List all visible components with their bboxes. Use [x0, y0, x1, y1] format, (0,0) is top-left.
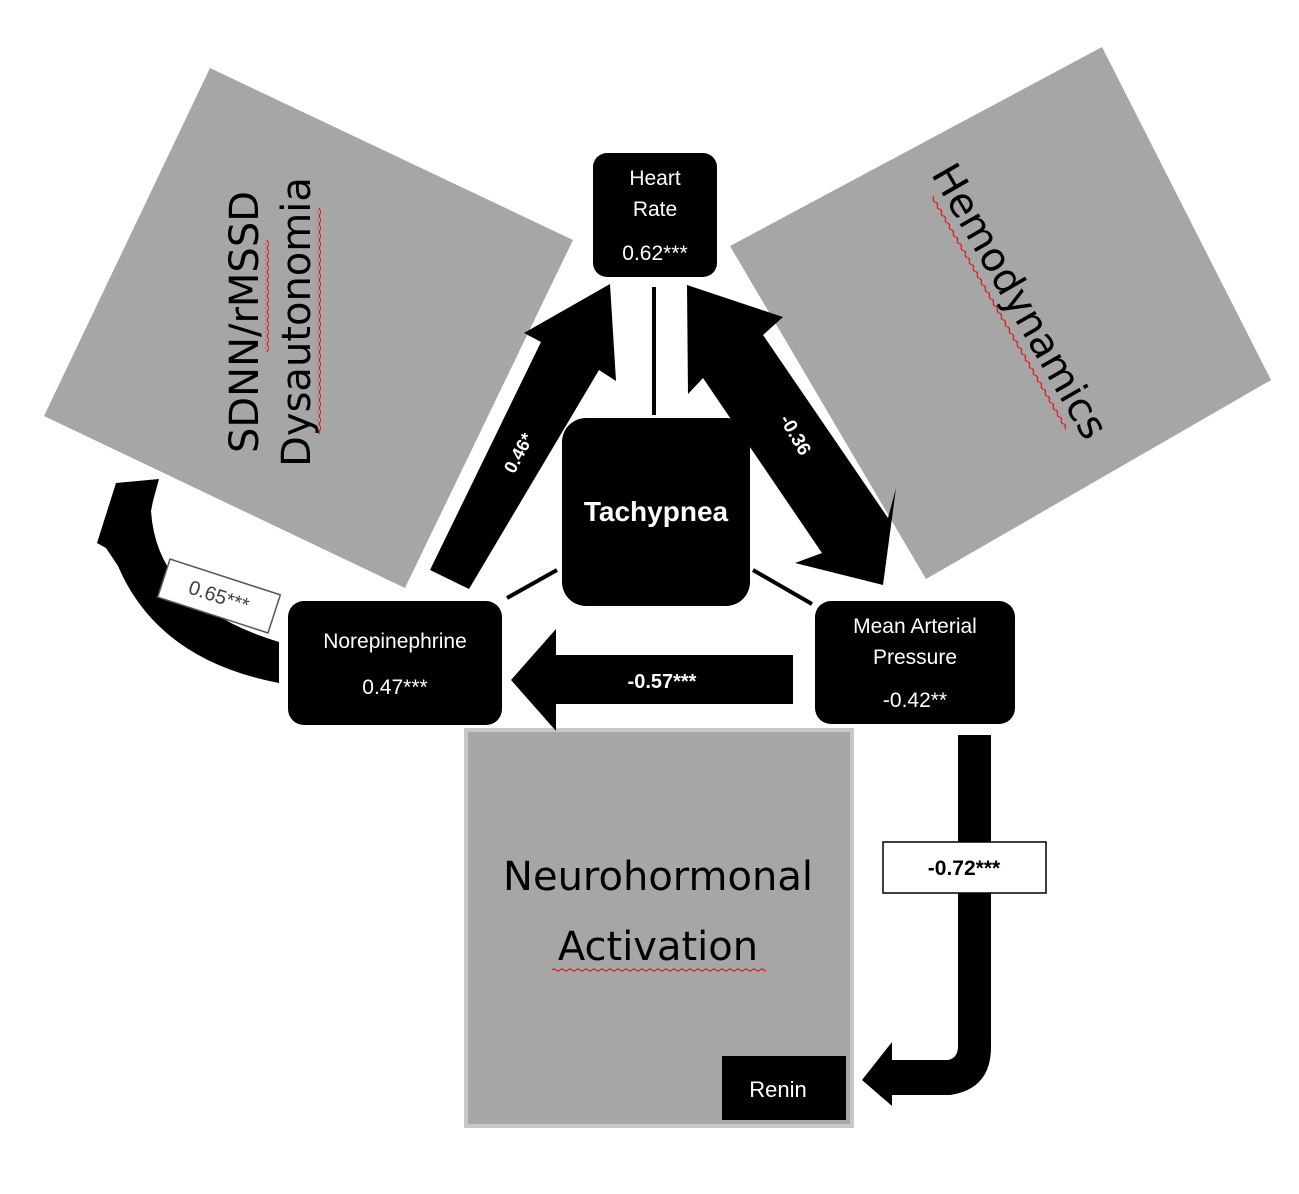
label-map-to-renin: -0.72*** [928, 857, 1001, 880]
node-mean-arterial-pressure [815, 601, 1015, 724]
node-tachypnea [562, 418, 750, 606]
norepinephrine-label: Norepinephrine [323, 630, 467, 653]
arrow-ne-to-sdnn [97, 479, 279, 683]
tachypnea-label: Tachypnea [584, 496, 729, 527]
arrow-heart-rate-map [687, 285, 896, 585]
map-value: -0.42** [883, 689, 947, 712]
renin-box [722, 1056, 846, 1120]
map-label-line2: Pressure [873, 646, 957, 669]
node-norepinephrine [288, 601, 502, 725]
arrow-ne-to-heart-rate [430, 284, 616, 589]
heart-rate-value: 0.62*** [622, 242, 687, 265]
activation-spell-underline [552, 968, 766, 972]
label-map-to-ne: -0.57*** [628, 671, 697, 693]
hemodynamics-spell-underline [930, 195, 1069, 431]
neurohormonal-title: Neurohormonal [503, 854, 813, 900]
connector-center-norepinephrine [506, 568, 558, 600]
map-label-line1: Mean Arterial [853, 615, 977, 638]
sdnn-title: SDNN/rMSSD [222, 191, 268, 453]
sdnn-spell-underline [265, 240, 269, 352]
norepinephrine-value: 0.47*** [362, 676, 427, 699]
panel-sdnn-dysautonomia [44, 68, 573, 588]
arrow-map-to-ne [511, 629, 793, 731]
activation-title: Activation [558, 924, 758, 970]
label-box-map-to-renin [882, 841, 1047, 894]
connector-center-map [752, 568, 813, 606]
label-box-ne-to-sdnn [156, 558, 282, 634]
dysautonomia-spell-underline [317, 208, 321, 434]
renin-label: Renin [749, 1077, 806, 1102]
dysautonomia-title: Dysautonomia [274, 177, 320, 467]
node-heart-rate [593, 153, 717, 277]
arrow-map-to-renin [862, 735, 991, 1106]
heart-rate-label-line1: Heart [629, 167, 681, 190]
heart-rate-label-line2: Rate [633, 198, 677, 221]
